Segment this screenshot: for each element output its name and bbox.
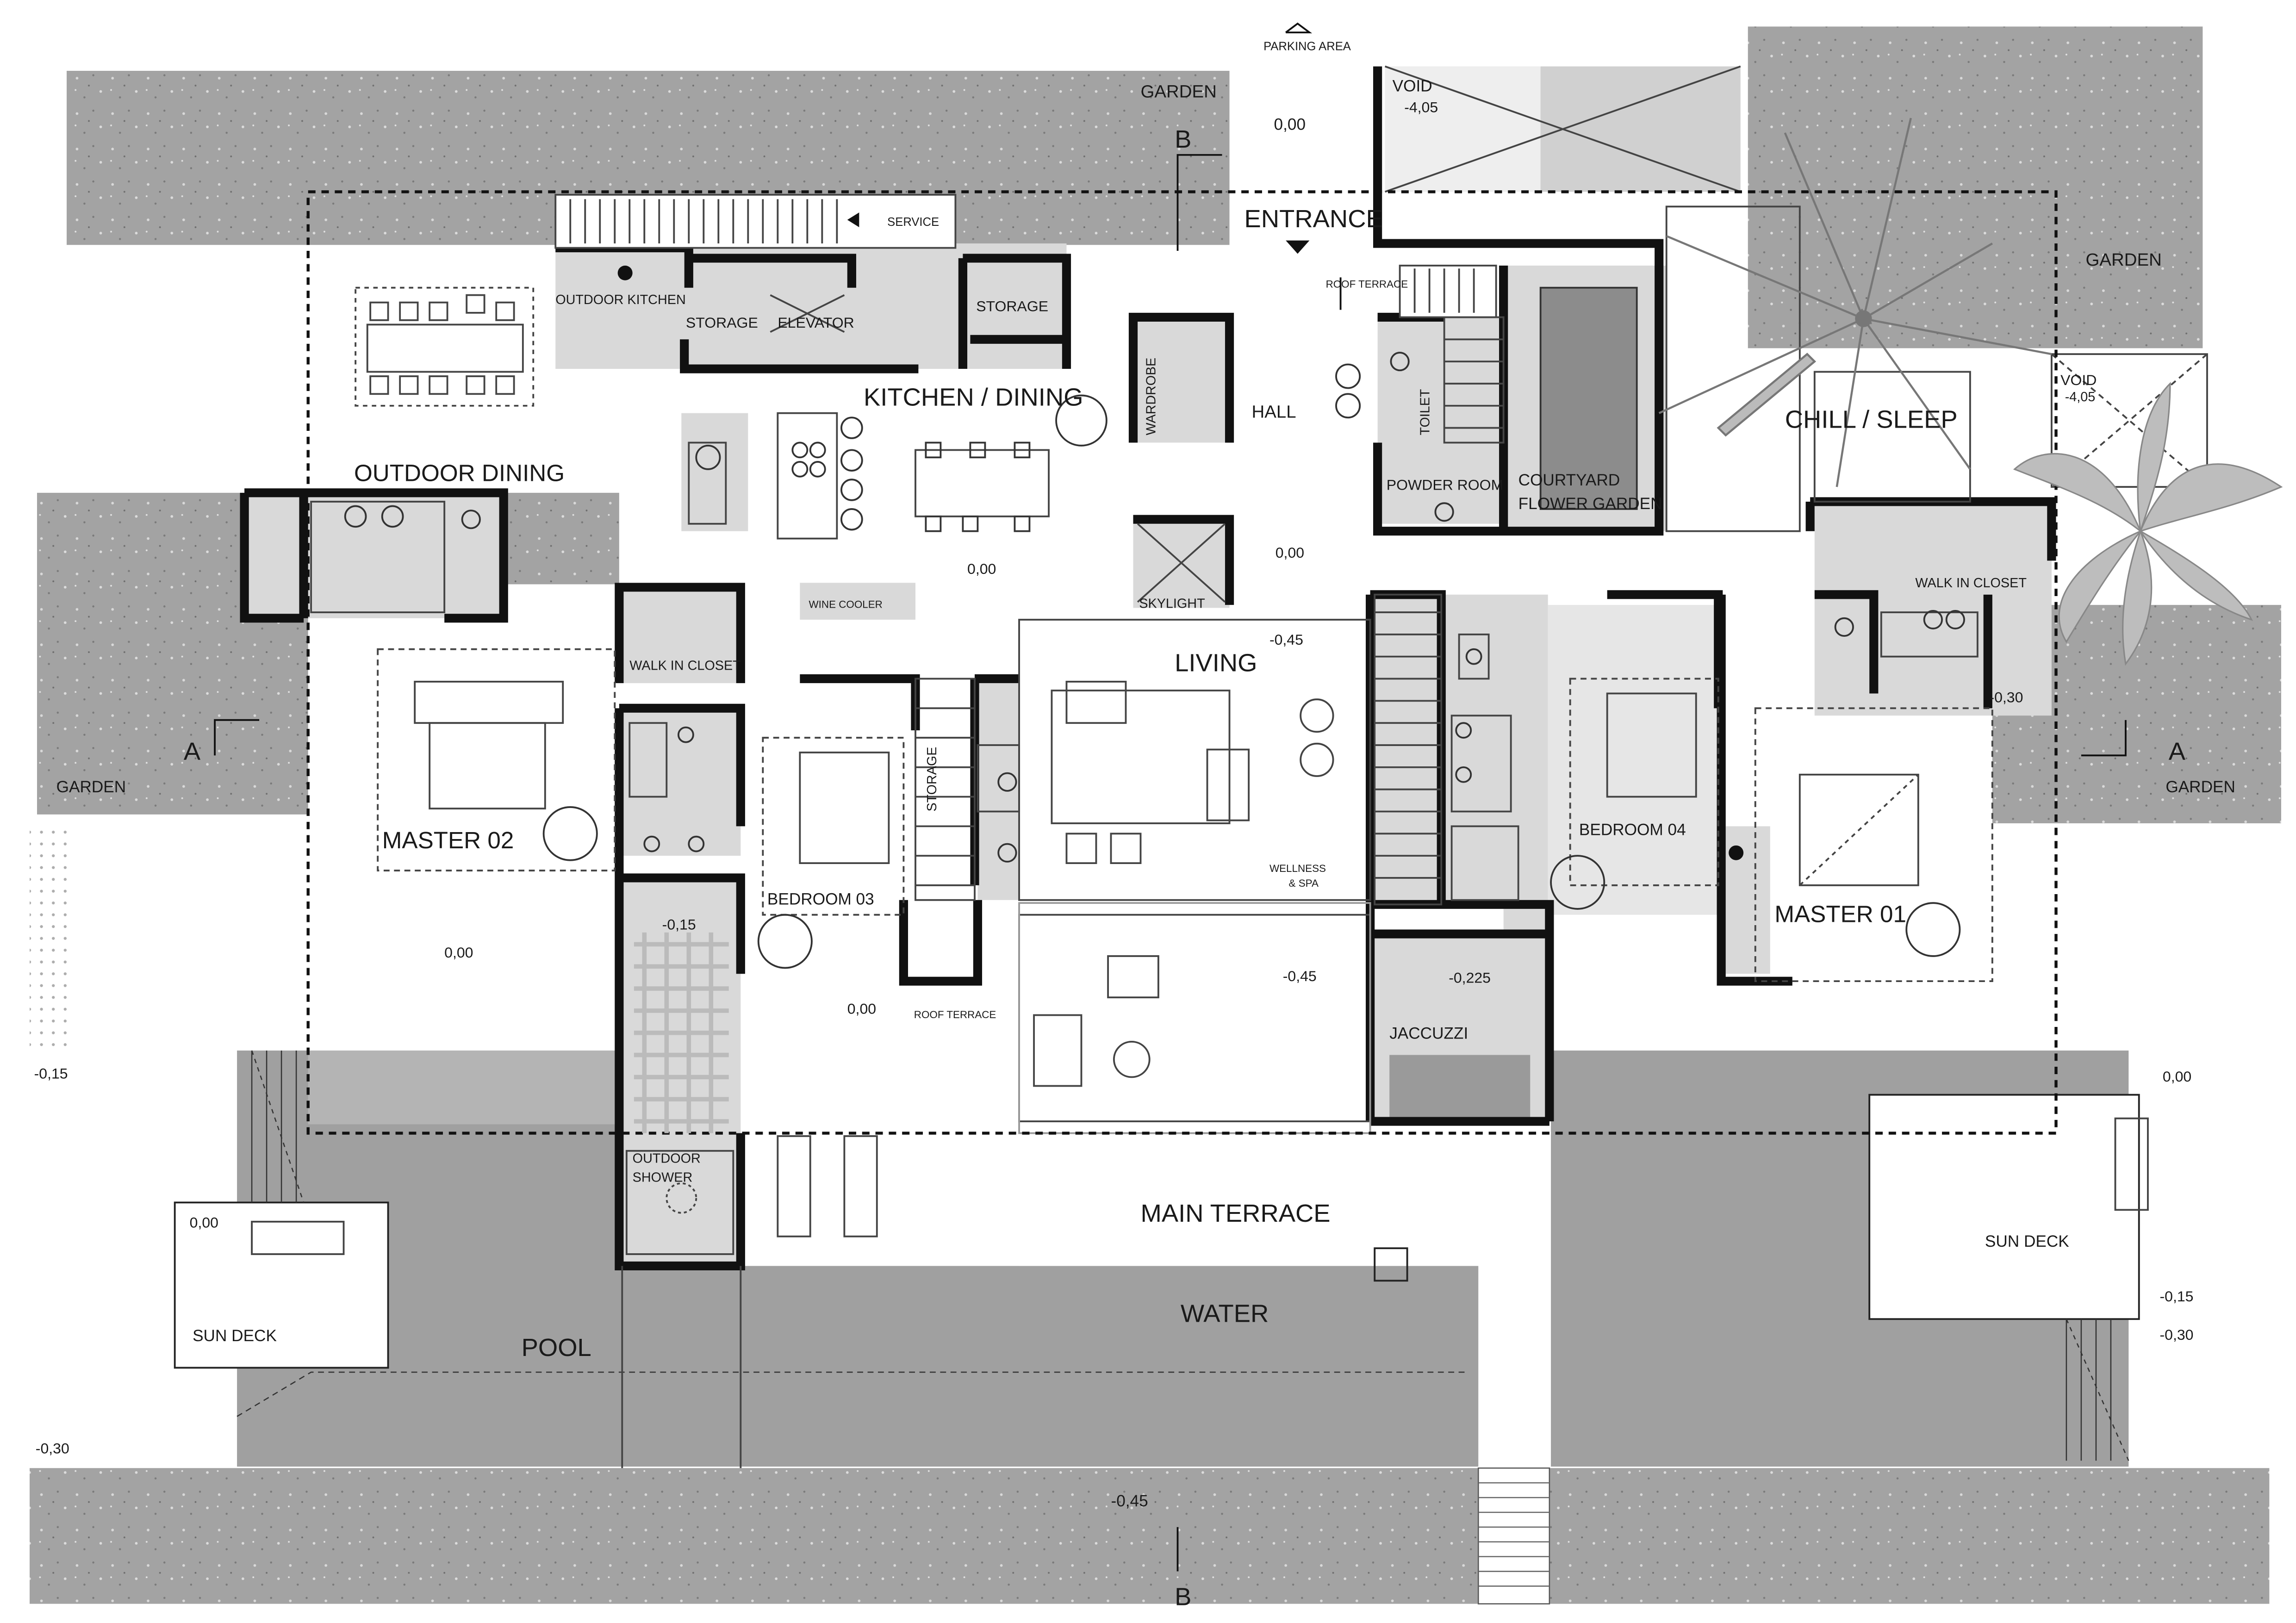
label-skylight: SKYLIGHT bbox=[1139, 597, 1205, 611]
label-elev-living: -0,45 bbox=[1269, 631, 1303, 648]
label-roof-terrace-mid: ROOF TERRACE bbox=[914, 1009, 996, 1020]
bottom-steps bbox=[1477, 1467, 1550, 1604]
label-elev-corridor: -0,15 bbox=[662, 916, 696, 933]
label-void-top: VOID bbox=[1393, 77, 1432, 95]
walls bbox=[240, 66, 2056, 1271]
label-elev-bottom-left: -0,30 bbox=[36, 1440, 69, 1456]
label-powder-room: POWDER ROOM bbox=[1387, 477, 1503, 493]
label-storage-3: STORAGE bbox=[925, 747, 940, 812]
label-elev-jacuzzi: -0,225 bbox=[1449, 969, 1491, 986]
sun-deck-right bbox=[1868, 1094, 2140, 1320]
section-b-bottom: B bbox=[1175, 1583, 1191, 1611]
label-elev-master02: 0,00 bbox=[444, 944, 473, 961]
label-void-right: VOID bbox=[2060, 372, 2097, 388]
section-a-right: A bbox=[2169, 737, 2186, 765]
labels: PARKING AREA GARDEN 0,00 VOID -4,05 B SE… bbox=[34, 40, 2235, 1611]
label-water: WATER bbox=[1181, 1300, 1269, 1328]
label-sun-deck-left: SUN DECK bbox=[193, 1327, 277, 1345]
kitchen-fixtures bbox=[344, 352, 1965, 969]
label-elev-bed03: 0,00 bbox=[847, 1000, 876, 1017]
label-main-terrace: MAIN TERRACE bbox=[1140, 1199, 1330, 1227]
label-elev-hall: 0,00 bbox=[1276, 544, 1304, 561]
label-sun-deck-right: SUN DECK bbox=[1985, 1232, 2069, 1250]
label-wellness-spa-2: & SPA bbox=[1289, 877, 1319, 889]
label-wellness-spa-1: WELLNESS bbox=[1269, 863, 1326, 874]
pool-under-terrace bbox=[308, 1050, 619, 1125]
label-master-02: MASTER 02 bbox=[382, 827, 514, 853]
label-garden-right: GARDEN bbox=[2165, 778, 2235, 796]
label-parking-area: PARKING AREA bbox=[1263, 40, 1351, 53]
section-b-top: B bbox=[1175, 125, 1191, 153]
garden-bottom bbox=[30, 1468, 2270, 1604]
label-void-top-level: -4,05 bbox=[1404, 99, 1438, 115]
label-walk-in-closet-right: WALK IN CLOSET bbox=[1915, 576, 2027, 591]
jacuzzi-tub bbox=[1389, 1055, 1531, 1117]
label-pool: POOL bbox=[522, 1333, 591, 1362]
label-kitchen-dining: KITCHEN / DINING bbox=[864, 383, 1083, 411]
label-wine-cooler: WINE COOLER bbox=[809, 599, 883, 610]
label-elev-kitchen: 0,00 bbox=[967, 560, 996, 577]
label-elev-top: 0,00 bbox=[1274, 116, 1306, 134]
label-flower-garden: FLOWER GARDEN bbox=[1518, 495, 1662, 513]
palm-tree-icon bbox=[2013, 382, 2283, 666]
courtyard-water bbox=[1539, 286, 1638, 510]
label-roof-terrace-top: ROOF TERRACE bbox=[1326, 279, 1408, 290]
label-living: LIVING bbox=[1175, 649, 1257, 677]
label-garden-top: GARDEN bbox=[1140, 81, 1216, 101]
label-garden-top-right: GARDEN bbox=[2086, 250, 2162, 270]
bedroom04-fixture bbox=[1729, 845, 1744, 860]
thin-lines bbox=[251, 65, 2208, 1468]
label-jaccuzzi: JACCUZZI bbox=[1389, 1025, 1468, 1043]
label-courtyard: COURTYARD bbox=[1518, 471, 1620, 489]
garden-left-upper bbox=[504, 492, 619, 585]
label-elev-bottom: -0,45 bbox=[1111, 1492, 1148, 1510]
label-elevator: ELEVATOR bbox=[778, 314, 854, 331]
label-outdoor-shower-1: OUTDOOR bbox=[633, 1151, 701, 1166]
label-elev-closet-right: -0,30 bbox=[1989, 689, 2023, 706]
label-storage-1: STORAGE bbox=[686, 314, 758, 331]
section-a-left: A bbox=[184, 737, 201, 765]
label-elev-lounge: -0,45 bbox=[1283, 968, 1317, 984]
label-hall: HALL bbox=[1252, 402, 1296, 422]
label-outdoor-dining: OUTDOOR DINING bbox=[354, 460, 565, 486]
label-walk-in-closet-left: WALK IN CLOSET bbox=[629, 658, 741, 673]
pool-water-strip bbox=[622, 1266, 1479, 1467]
tree-canopy bbox=[1658, 118, 2052, 487]
label-garden-left: GARDEN bbox=[56, 778, 126, 796]
sun-deck-left bbox=[174, 1201, 389, 1369]
label-service: SERVICE bbox=[887, 216, 939, 229]
void-top-light bbox=[1385, 66, 1541, 192]
garden-top-right bbox=[1748, 26, 2203, 348]
label-bedroom-04: BEDROOM 04 bbox=[1579, 821, 1686, 839]
label-elev-right-1: -0,15 bbox=[2160, 1288, 2194, 1305]
pool bbox=[174, 1050, 2140, 1604]
label-elev-right-deck: 0,00 bbox=[2163, 1068, 2191, 1085]
service-arrow bbox=[847, 212, 859, 227]
label-entrance: ENTRANCE bbox=[1244, 205, 1383, 233]
room-fills bbox=[244, 243, 2052, 1269]
label-outdoor-kitchen: OUTDOOR KITCHEN bbox=[555, 292, 686, 307]
label-toilet: TOILET bbox=[1418, 389, 1433, 435]
label-storage-2: STORAGE bbox=[976, 298, 1048, 315]
pool-ladder bbox=[1374, 1247, 1408, 1282]
label-bedroom-03: BEDROOM 03 bbox=[767, 890, 874, 908]
label-chill-sleep: CHILL / SLEEP bbox=[1785, 405, 1958, 434]
outdoor-kitchen-sink bbox=[617, 265, 633, 280]
label-master-01: MASTER 01 bbox=[1774, 901, 1906, 927]
dotted-ground-left bbox=[30, 826, 75, 1048]
main-terrace bbox=[1019, 1133, 1549, 1266]
entrance-arrow bbox=[1286, 240, 1310, 254]
label-void-right-level: -4,05 bbox=[2065, 390, 2096, 404]
label-outdoor-shower-2: SHOWER bbox=[633, 1170, 693, 1185]
label-elev-left-edge: -0,15 bbox=[34, 1065, 68, 1082]
label-elev-sundeck-left: 0,00 bbox=[190, 1214, 218, 1231]
section-markers bbox=[214, 22, 2127, 1572]
outdoor-shower-grid bbox=[634, 932, 729, 1133]
label-wardrobe: WARDROBE bbox=[1144, 358, 1158, 435]
label-elev-right-2: -0,30 bbox=[2160, 1326, 2194, 1343]
